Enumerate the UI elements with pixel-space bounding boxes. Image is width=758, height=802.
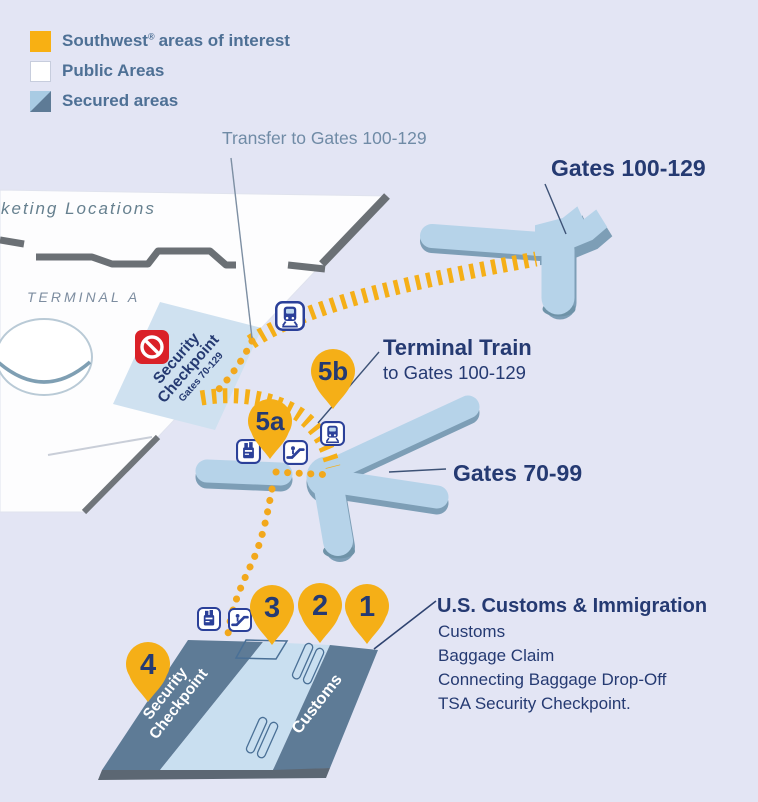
customs-line: TSA Security Checkpoint.	[438, 694, 631, 713]
pin-4-label: 4	[140, 649, 156, 681]
baggage-carousel-group	[291, 642, 325, 685]
terminal-train-subtitle: to Gates 100-129	[383, 362, 526, 383]
legend-label-secured: Secured areas	[62, 91, 179, 110]
customs-building: Security Checkpoint Customs	[98, 639, 378, 780]
map-legend: Southwest®areas of interest Public Areas…	[30, 26, 290, 116]
wall-segment-right	[287, 261, 326, 273]
gates-70-99-terminal	[195, 395, 480, 562]
gates-100-129-label: Gates 100-129	[551, 155, 706, 181]
legend-row-southwest: Southwest®areas of interest	[30, 26, 290, 56]
pin-4: 4	[126, 641, 170, 702]
customs-line: Baggage Claim	[438, 646, 554, 665]
leader-transfer	[230, 157, 253, 339]
pin-2: 2	[298, 582, 342, 643]
transfer-note: Transfer to Gates 100-129	[222, 128, 427, 148]
southwest-swatch	[30, 30, 51, 52]
secured-areas-swatch	[30, 90, 51, 112]
building-band-public	[160, 642, 330, 770]
terminal-train-title: Terminal Train	[383, 335, 532, 360]
walk-route-dotted-b	[272, 468, 337, 479]
customs-heading: U.S. Customs & Immigration	[437, 595, 707, 617]
pin-3-label: 3	[264, 592, 280, 624]
wall-zigzag	[36, 247, 236, 269]
wall-diagonal	[319, 193, 390, 267]
train-route-lower-hatched	[199, 388, 341, 469]
legend-label-southwest: Southwest®areas of interest	[62, 31, 290, 50]
pin-1-label: 1	[359, 591, 375, 623]
terminal-a-oval	[0, 318, 93, 396]
pin-3: 3	[250, 584, 294, 645]
walk-route-dotted-a	[215, 337, 256, 393]
baggage-carousel-group	[245, 716, 279, 759]
leader-gates-100-129	[544, 183, 567, 235]
pin-5a-label: 5a	[256, 406, 285, 436]
leader-customs	[373, 600, 437, 650]
ticket-kiosk-icon	[236, 439, 261, 464]
gates-100-129-terminal	[420, 206, 613, 320]
train-station-icon	[320, 421, 345, 446]
ticketing-locations-label: keting Locations	[1, 199, 156, 218]
wall-segment	[0, 236, 25, 248]
pin-5b-label: 5b	[318, 356, 348, 386]
wall-step	[47, 436, 153, 456]
no-entry-icon	[135, 330, 169, 364]
ticket-kiosk-icon	[197, 607, 221, 631]
wall-bottom-edge	[81, 434, 161, 515]
legend-row-secured: Secured areas	[30, 86, 290, 116]
building-3d-edge	[98, 768, 330, 780]
terminal-a-label: TERMINAL A	[27, 289, 140, 305]
pin-5b: 5b	[311, 348, 355, 409]
pin-2-label: 2	[312, 590, 328, 622]
gates-70-99-label: Gates 70-99	[453, 460, 582, 486]
customs-line: Connecting Baggage Drop-Off	[438, 670, 667, 689]
escalator-icon	[283, 440, 308, 465]
escalator-icon	[228, 608, 252, 632]
legend-row-public: Public Areas	[30, 56, 290, 86]
pin-5a: 5a	[248, 398, 292, 459]
customs-info-block: U.S. Customs & Immigration Customs Bagga…	[437, 595, 707, 713]
pin-1: 1	[345, 583, 389, 644]
legend-label-public: Public Areas	[62, 61, 165, 80]
building-band-security	[102, 640, 263, 770]
leader-gates-70-99	[388, 468, 447, 473]
train-station-icon	[275, 301, 305, 331]
building-band-customs	[273, 645, 378, 770]
public-areas-swatch	[30, 60, 51, 82]
customs-line: Customs	[438, 622, 505, 641]
